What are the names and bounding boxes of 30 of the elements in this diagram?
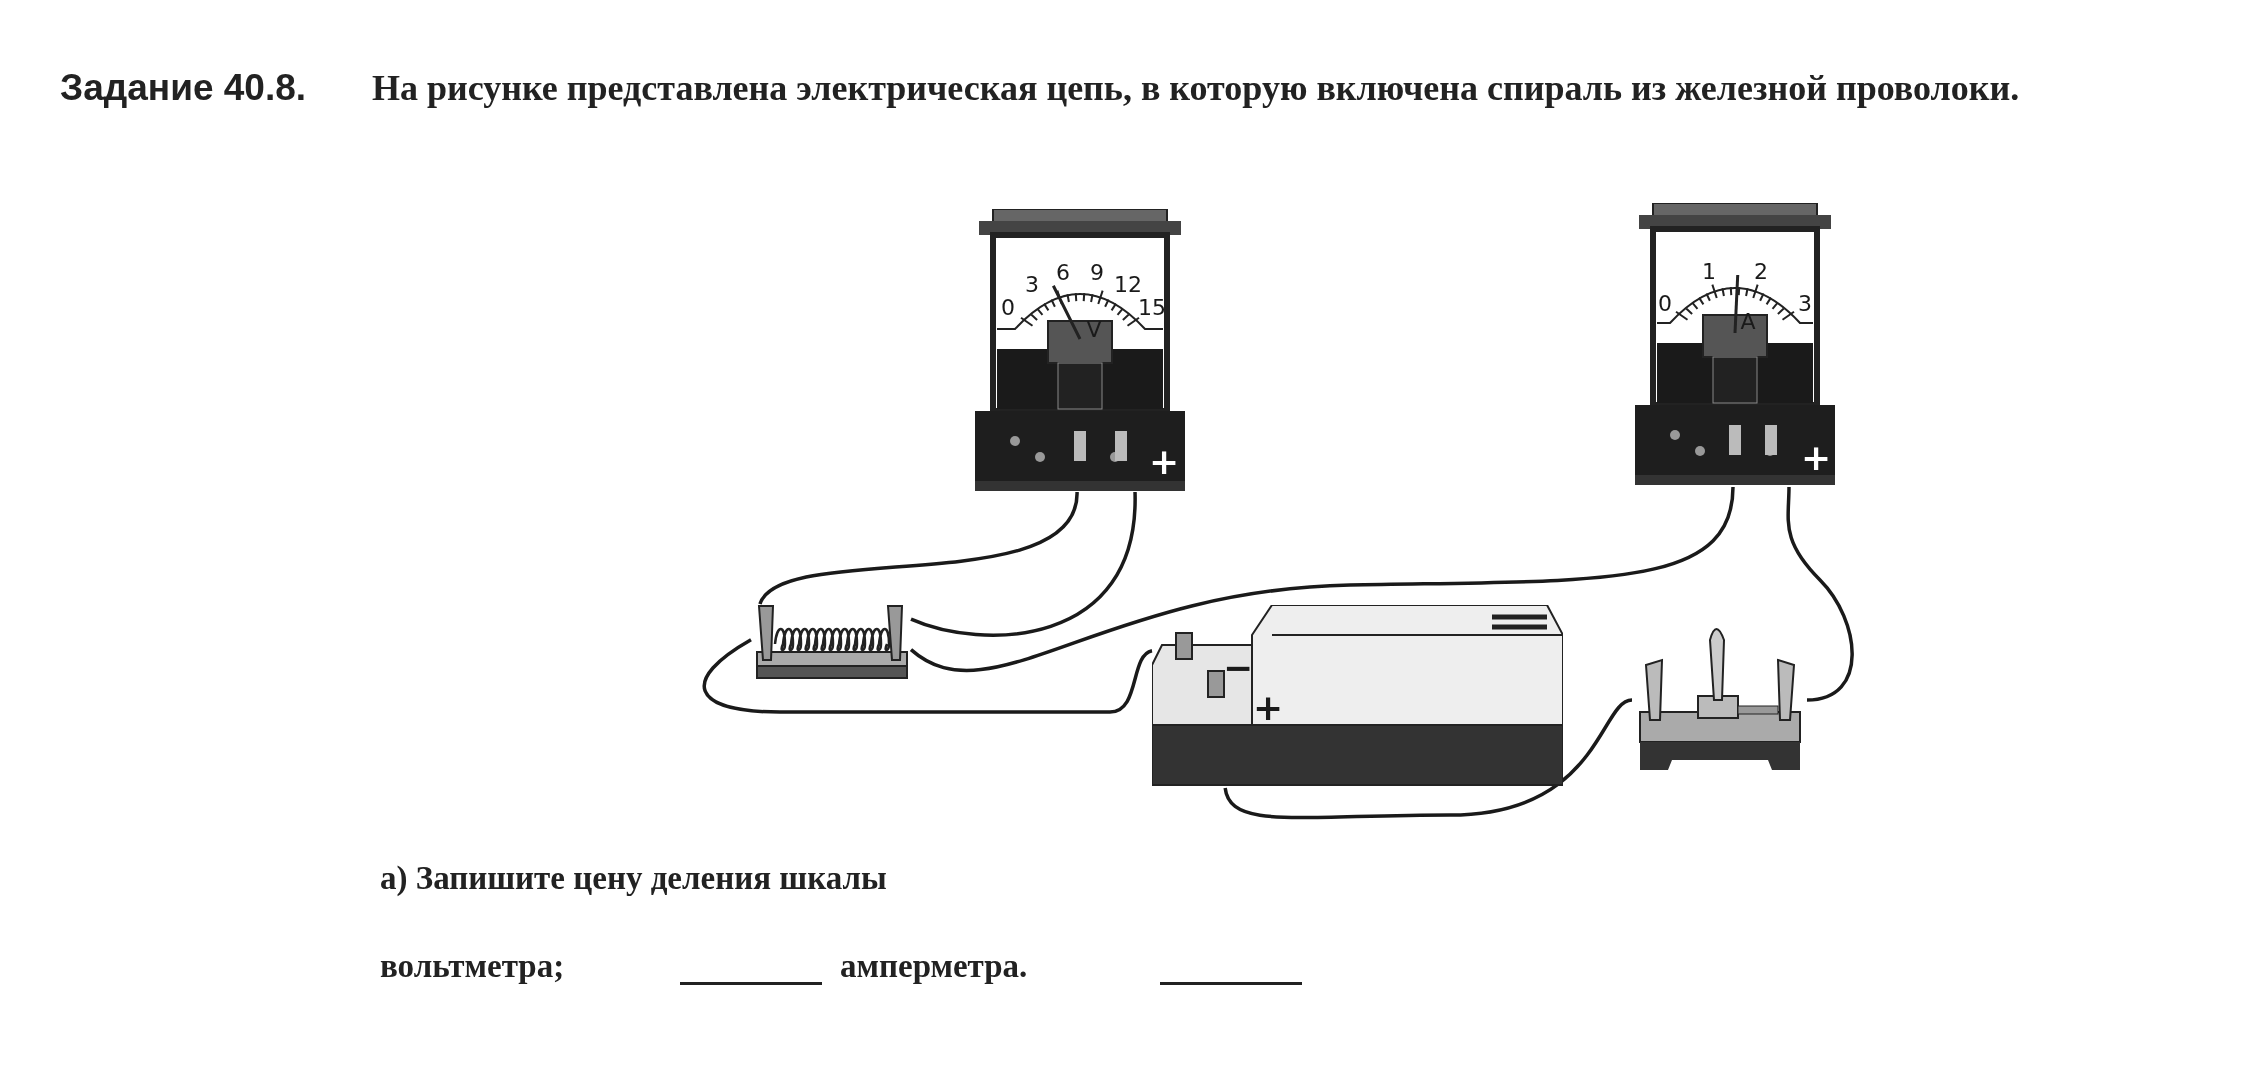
scale-number: 3 (1798, 293, 1812, 315)
wire (910, 486, 1735, 672)
scale-number: 3 (1025, 274, 1039, 296)
task-text: На рисунке представлена электрическая цепь, в которую включена спираль из железной проволоки. (372, 70, 2021, 106)
question-text: амперметра. (840, 950, 1028, 983)
scale-number: 9 (1090, 262, 1104, 284)
scale-number: 2 (1754, 261, 1768, 283)
wire (758, 491, 1079, 606)
question-text: вольтметра; (380, 950, 565, 983)
task-title: Задание 40.8. (60, 66, 307, 110)
power-supply-drawing (1152, 605, 1563, 788)
plus-sign: + (1252, 690, 1284, 726)
scale-number: 0 (1001, 297, 1015, 319)
scale-number: 6 (1056, 262, 1070, 284)
unit-symbol: V (1086, 319, 1102, 341)
wire (702, 638, 1153, 714)
minus-sign: − (1222, 650, 1254, 686)
plus-sign: + (1800, 440, 1832, 476)
scale-number: 0 (1658, 293, 1672, 315)
wire (1786, 486, 1854, 702)
question-text: а) Запишите цену деления шкалы (380, 862, 887, 895)
scale-number: 12 (1114, 274, 1142, 296)
wire (910, 491, 1137, 637)
scale-number: 15 (1138, 297, 1166, 319)
unit-symbol: A (1740, 311, 1756, 333)
scale-number: 1 (1702, 261, 1716, 283)
wire (1223, 698, 1633, 820)
plus-sign: + (1148, 444, 1180, 480)
ammeter-drawing (1635, 203, 1835, 487)
voltmeter-drawing (975, 209, 1185, 492)
